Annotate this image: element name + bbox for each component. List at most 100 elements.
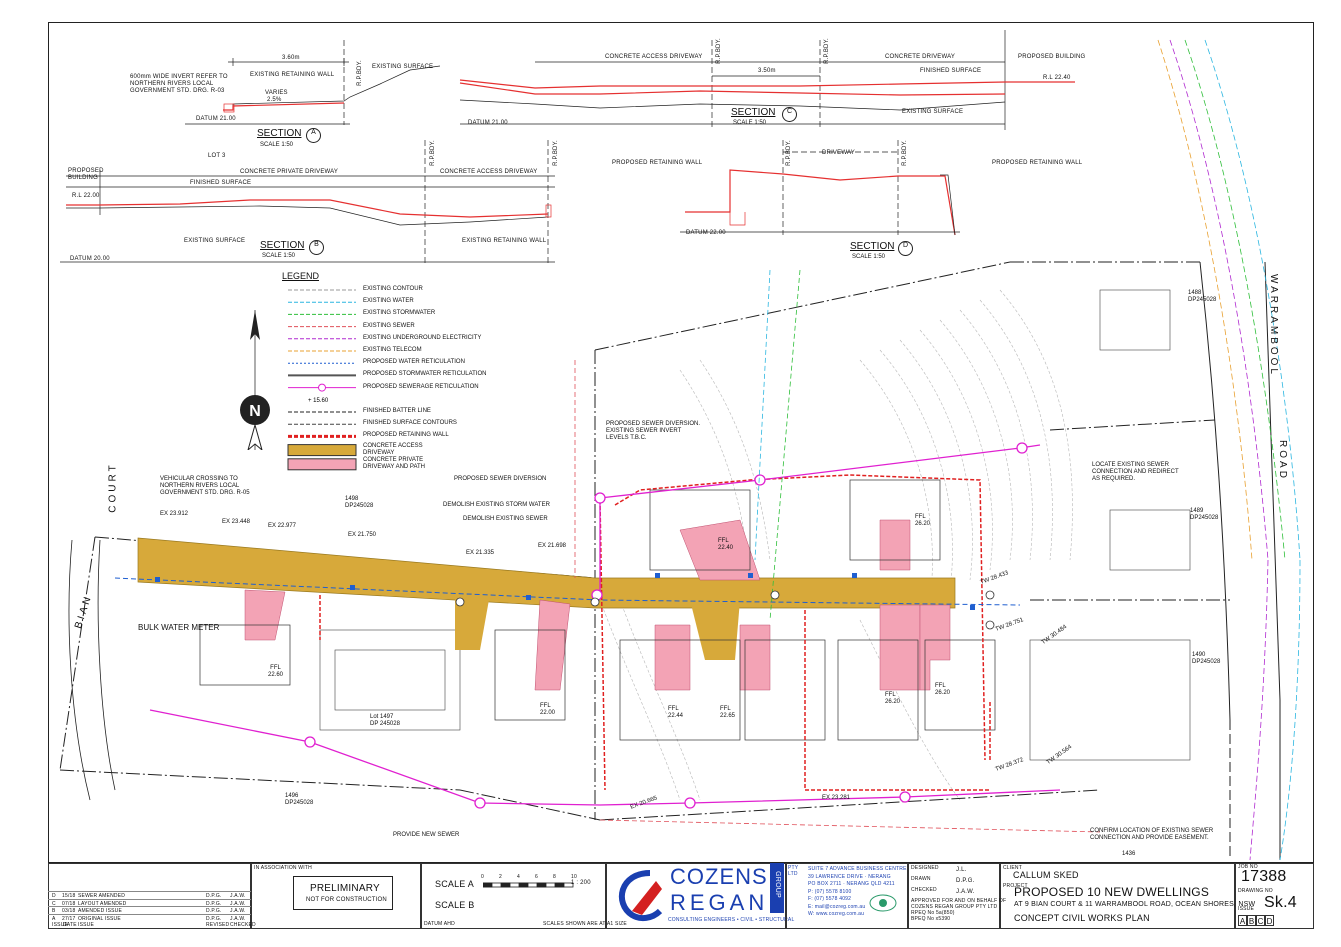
section-a-label-surface: EXISTING SURFACE [372, 64, 434, 70]
scale-a-label: SCALE A [435, 879, 474, 889]
section-c-driveway: CONCRETE DRIVEWAY [885, 54, 956, 60]
revision-chk: J.A.W. [230, 893, 246, 899]
project-label: PROJECT [1003, 883, 1028, 889]
address-line: F: (07) 5578 4092 [808, 896, 852, 902]
section-c-access: CONCRETE ACCESS DRIVEWAY [605, 54, 703, 60]
signature-box [908, 863, 1000, 929]
section-c-scale: SCALE 1:50 [733, 120, 767, 126]
ex-level-3: EX 22.977 [268, 523, 297, 529]
confirm-sewer-note: CONFIRM LOCATION OF EXISTING SEWER CONNE… [1090, 828, 1214, 841]
scale-tick-label: 10 [571, 874, 577, 880]
rev-header-chk: CHECKED [230, 922, 256, 928]
lot-1436: 1436 [1122, 851, 1136, 857]
ffl-label: FFL 22.00 [540, 703, 556, 716]
issue-cell: D [1265, 915, 1274, 926]
legend-item-label: PROPOSED SEWERAGE RETICULATION [363, 383, 479, 390]
ffl-label: FFL 26.20 [885, 692, 901, 705]
legend-item-label: EXISTING STORMWATER [363, 310, 436, 317]
lot-1497: Lot 1497 DP 245028 [370, 714, 400, 727]
provide-new-sewer-note: PROVIDE NEW SEWER [393, 832, 460, 838]
legend-item-label: CONCRETE ACCESS DRIVEWAY [363, 442, 423, 456]
lot-1496: 1496 DP245028 [285, 793, 314, 806]
section-c-finished: FINISHED SURFACE [920, 68, 982, 74]
scale-b-label: SCALE B [435, 900, 475, 910]
section-a-marker: A [306, 128, 321, 143]
section-b-rpbdy-1: R.P.BDY. [429, 140, 436, 166]
section-c-marker: C [782, 107, 797, 122]
section-d-rpbdy-2: R.P.BDY. [901, 140, 908, 166]
rev-header-date: DATE [63, 922, 77, 928]
section-b-marker: B [309, 240, 324, 255]
section-b-access-driveway: CONCRETE ACCESS DRIVEWAY [440, 169, 538, 175]
address-line: 39 LAWRENCE DRIVE · NERANG [808, 873, 891, 880]
scale-tick-label: 4 [517, 874, 520, 880]
legend-item-label: PROPOSED WATER RETICULATION [363, 359, 465, 366]
section-a-scale: SCALE 1:50 [260, 142, 294, 148]
north-arrow-icon: N [240, 310, 270, 450]
logo-pty: PTY LTD [788, 865, 799, 877]
demolish-sewer-label: DEMOLISH EXISTING SEWER [463, 516, 548, 522]
checked-label: CHECKED [911, 887, 937, 893]
section-c-datum: DATUM 21.00 [468, 120, 508, 126]
revision-desc: LAYOUT AMENDED [78, 900, 127, 907]
revision-date: 27/17 [62, 915, 76, 922]
section-a-label-varies: VARIES [265, 90, 288, 96]
legend-item-label: PROPOSED RETAINING WALL [363, 432, 449, 439]
scale-tick-label: 6 [535, 874, 538, 880]
logo-group-bar [770, 863, 784, 913]
section-d-title: SECTION [850, 241, 895, 252]
locate-sewer-note: LOCATE EXISTING SEWER CONNECTION AND RED… [1092, 462, 1179, 482]
datum-label: DATUM AHD [424, 921, 455, 927]
scale-tick-label: 0 [481, 874, 484, 880]
lot-1489: 1489 DP245028 [1190, 508, 1219, 521]
drawing-label: DRAWING NO [1238, 888, 1273, 894]
section-b-finished: FINISHED SURFACE [190, 180, 252, 186]
revision-rev: C [52, 900, 56, 907]
sewer-diversion-label: PROPOSED SEWER DIVERSION [454, 476, 547, 482]
designed-label: DESIGNED [911, 865, 939, 871]
revision-date: 15/18 [62, 893, 76, 899]
association-label: IN ASSOCIATION WITH [254, 865, 312, 871]
section-b-retaining: EXISTING RETAINING WALL [462, 238, 547, 244]
ex-level-2: EX 23.448 [222, 519, 251, 525]
scale-box [421, 863, 606, 929]
legend-item-label: EXISTING SEWER [363, 322, 415, 329]
issue-cell: B [1247, 915, 1256, 926]
association-box [251, 863, 421, 929]
issue-cell: A [1238, 915, 1247, 926]
lot-1488: 1488 DP245028 [1188, 290, 1217, 303]
legend-swatches: + 15.60 [287, 289, 357, 471]
revision-rev: A [52, 915, 56, 922]
drawn-value: D.P.G. [956, 878, 975, 884]
address-box [786, 863, 908, 929]
issue-label: ISSUE [1238, 906, 1255, 912]
bulk-water-meter: BULK WATER METER [138, 623, 220, 632]
sewer-diversion-note: PROPOSED SEWER DIVERSION. EXISTING SEWER… [606, 421, 701, 441]
section-b-datum: DATUM 20.00 [70, 256, 110, 262]
section-c-dim: 3.50m [758, 68, 776, 74]
approved-text: APPROVED FOR AND ON BEHALF OF COZENS REG… [911, 898, 1007, 922]
client-label: CLIENT [1003, 865, 1022, 871]
revision-rev: B [52, 908, 56, 914]
section-b-title: SECTION [260, 240, 305, 251]
section-c-rl: R.L 22.40 [1043, 75, 1071, 81]
ffl-label: FFL 22.60 [268, 665, 284, 678]
section-a-label-slope: 2.5% [267, 97, 282, 103]
section-b-private-driveway: CONCRETE PRIVATE DRIVEWAY [240, 169, 339, 175]
project-title: PROPOSED 10 NEW DWELLINGS [1014, 885, 1210, 899]
section-c-building: PROPOSED BUILDING [1018, 54, 1086, 60]
project-subtitle: AT 9 BIAN COURT & 11 WARRAMBOOL ROAD, OC… [1014, 901, 1256, 908]
drawing-title: CONCEPT CIVIL WORKS PLAN [1014, 913, 1150, 923]
address-line: PO BOX 2711 · NERANG QLD 4211 [808, 881, 895, 887]
revision-by: D.P.G. [206, 893, 222, 899]
ex-level-1: EX 23.912 [160, 511, 189, 517]
section-a-dim: 3.60m [282, 55, 300, 61]
project-box [1000, 863, 1235, 929]
rev-header-desc: ISSUE [78, 922, 95, 928]
scale-bar [483, 882, 574, 888]
section-b-building: PROPOSED BUILDING [68, 168, 104, 181]
